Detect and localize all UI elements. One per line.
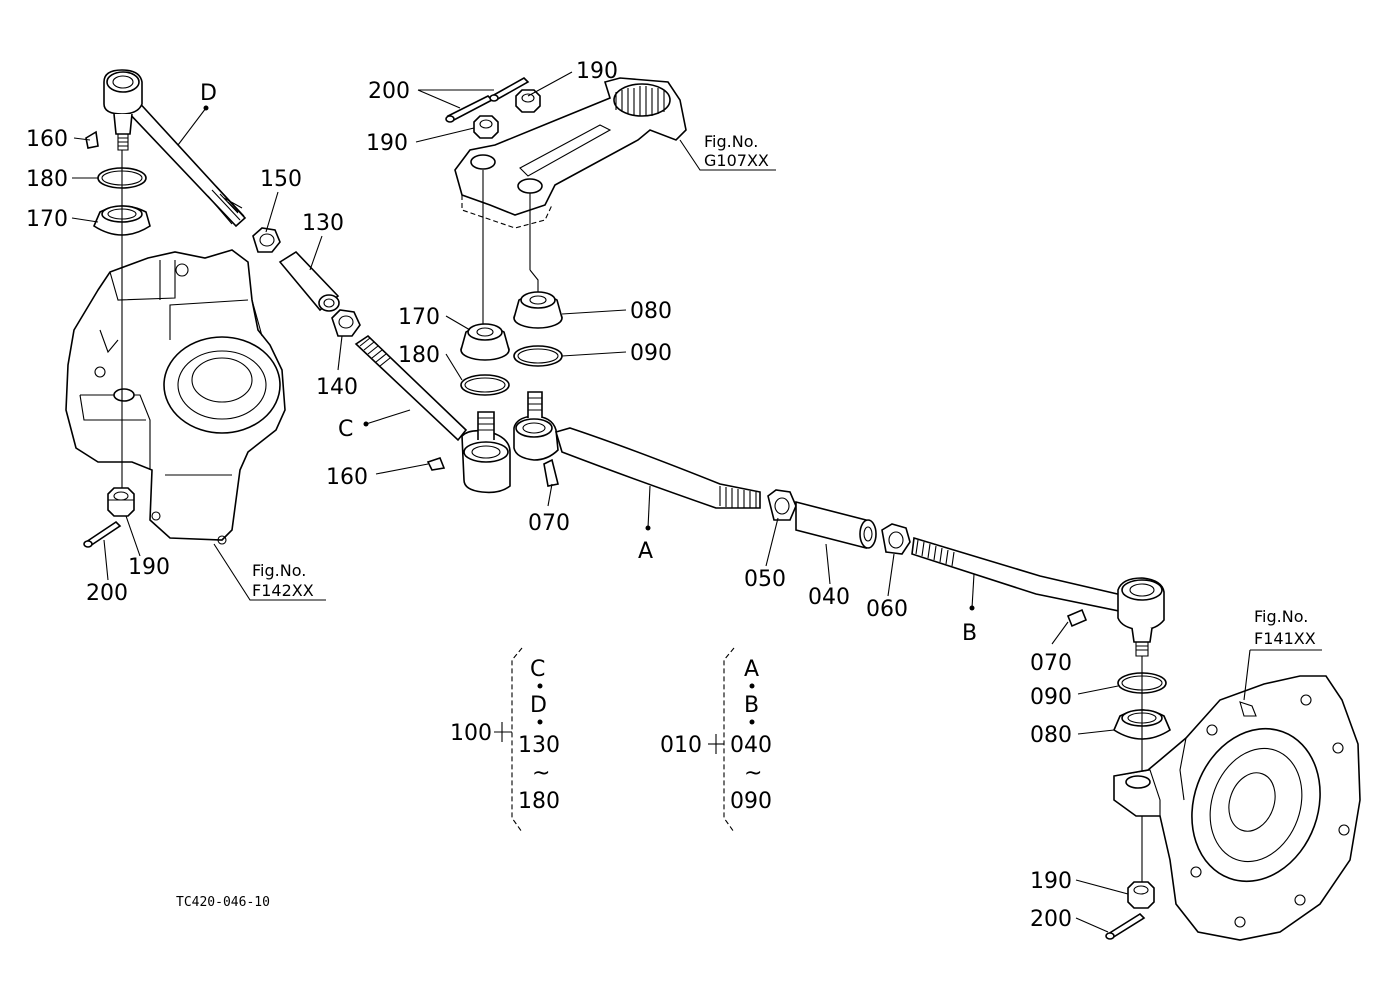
group-100-labels: 100 C D 130 ~ 180 — [450, 657, 560, 814]
label-040: 040 — [808, 585, 850, 610]
lock-nut-050 — [767, 489, 797, 521]
snap-ring-090-center — [513, 345, 563, 367]
label-group-010-040: 040 — [730, 733, 772, 758]
right-knuckle-housing — [1113, 675, 1361, 941]
label-D: D — [200, 81, 217, 106]
sleeve-040 — [795, 500, 877, 550]
label-group-100-130: 130 — [518, 733, 560, 758]
label-group-100-C: C — [530, 657, 545, 682]
lock-nut-140 — [331, 309, 361, 337]
label-080-right: 080 — [1030, 723, 1072, 748]
label-150: 150 — [260, 167, 302, 192]
group-010-labels: 010 A B 040 ~ 090 — [660, 657, 772, 814]
label-130: 130 — [302, 211, 344, 236]
label-group-010-tilde: ~ — [744, 761, 762, 786]
label-group-100-tilde: ~ — [532, 761, 550, 786]
label-180-left: 180 — [26, 167, 68, 192]
label-200-bottom-left: 200 — [86, 581, 128, 606]
top-cotter-pins — [445, 77, 530, 123]
label-160-top-left: 160 — [26, 127, 68, 152]
tie-rod-end-B — [911, 536, 1165, 657]
label-fig-f141-b: F141XX — [1254, 629, 1316, 648]
part-labels: 200 190 190 Fig.No. G107XX D 160 180 170… — [26, 59, 1316, 932]
label-200-top: 200 — [368, 79, 410, 104]
label-group-100: 100 — [450, 721, 492, 746]
tie-rod-end-D — [85, 69, 247, 228]
tie-rod-end-C — [354, 334, 511, 494]
left-knuckle-housing — [65, 249, 286, 545]
snap-ring-180-center — [460, 374, 510, 396]
label-fig-g-a: Fig.No. — [704, 132, 758, 151]
label-group-010-A: A — [744, 657, 759, 682]
label-050: 050 — [744, 567, 786, 592]
label-180-center: 180 — [398, 343, 440, 368]
group-100-brace — [494, 647, 543, 833]
group-010-brace — [708, 647, 755, 833]
boot-170-center — [460, 323, 510, 361]
label-170-left: 170 — [26, 207, 68, 232]
lock-nut-060 — [881, 523, 911, 555]
label-fig-f142-a: Fig.No. — [252, 561, 306, 580]
label-C: C — [338, 417, 353, 442]
leader-lines — [71, 71, 1322, 933]
label-A: A — [638, 539, 653, 564]
label-190-bottom-left: 190 — [128, 555, 170, 580]
label-170-center: 170 — [398, 305, 440, 330]
label-190-bottom-right: 190 — [1030, 869, 1072, 894]
nut-190-bottom-left — [107, 487, 135, 517]
label-140: 140 — [316, 375, 358, 400]
label-group-010-090: 090 — [730, 789, 772, 814]
label-group-100-D: D — [530, 693, 547, 718]
label-200-bottom-right: 200 — [1030, 907, 1072, 932]
label-160-center: 160 — [326, 465, 368, 490]
label-190-mid: 190 — [366, 131, 408, 156]
label-group-010-B: B — [744, 693, 759, 718]
sleeve-130 — [278, 250, 340, 312]
label-090-center: 090 — [630, 341, 672, 366]
drawing-code: TC420-046-10 — [176, 895, 270, 910]
label-fig-g-b: G107XX — [704, 151, 769, 170]
label-group-010: 010 — [660, 733, 702, 758]
label-190-top: 190 — [576, 59, 618, 84]
top-nut-190-right — [515, 89, 541, 113]
lock-nut-150 — [252, 227, 281, 253]
label-fig-f142-b: F142XX — [252, 581, 314, 600]
label-fig-f141-a: Fig.No. — [1254, 607, 1308, 626]
nut-190-bottom-right — [1127, 881, 1155, 909]
label-060: 060 — [866, 597, 908, 622]
label-090-right: 090 — [1030, 685, 1072, 710]
top-nut-190-left — [473, 115, 499, 139]
cotter-pin-200-bottom-left — [83, 520, 122, 548]
label-080-center: 080 — [630, 299, 672, 324]
label-070-right: 070 — [1030, 651, 1072, 676]
boot-080-center — [513, 291, 563, 329]
steering-arm — [454, 77, 687, 325]
tie-rod-end-A — [513, 391, 761, 509]
label-group-100-180: 180 — [518, 789, 560, 814]
cotter-pin-200-bottom-right — [1105, 912, 1146, 940]
label-B: B — [962, 621, 977, 646]
label-070-center: 070 — [528, 511, 570, 536]
